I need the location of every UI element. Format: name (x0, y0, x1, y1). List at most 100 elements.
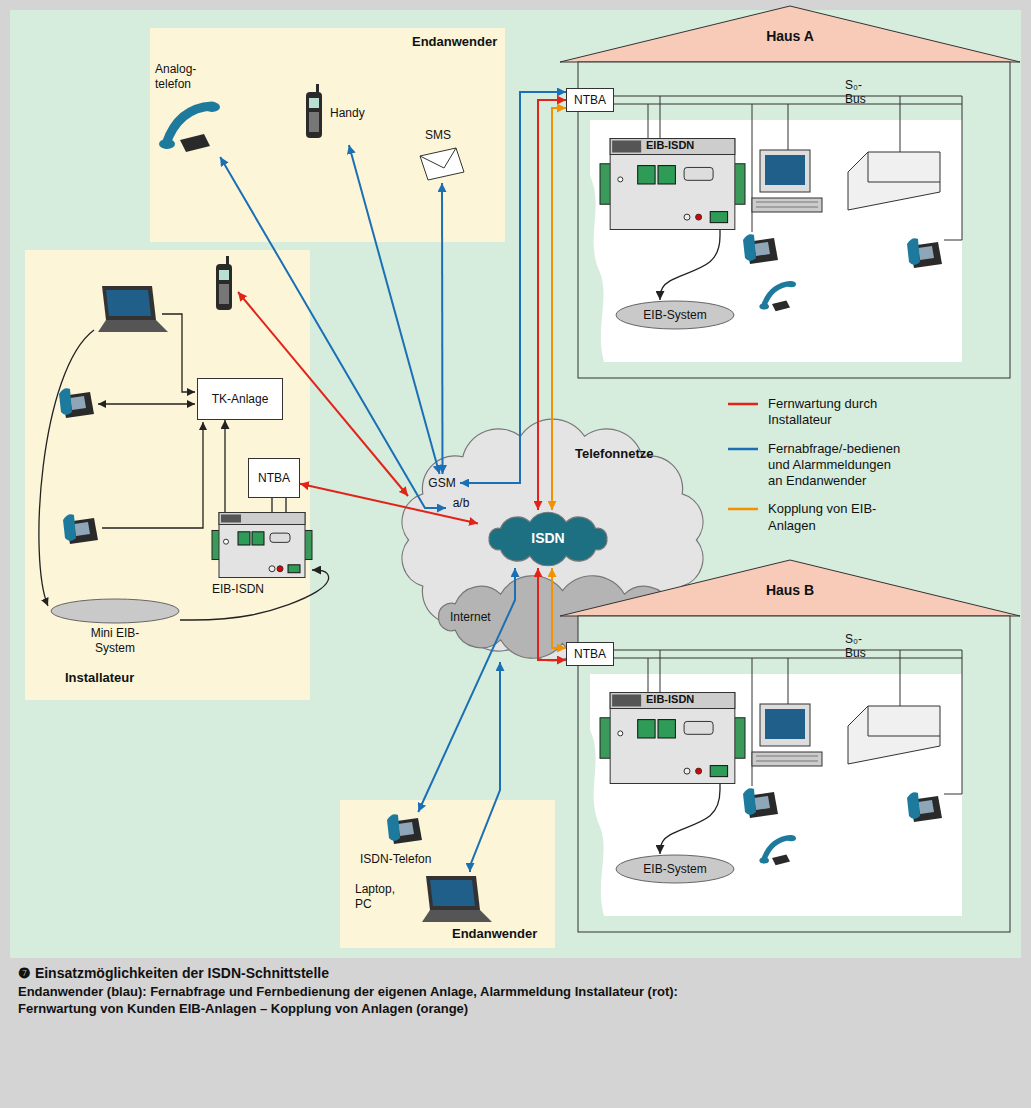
eib-isdn-device-outline (277, 566, 283, 572)
connector (538, 100, 566, 510)
eib-isdn-device-outline (600, 692, 745, 784)
ntba-box: NTBA (248, 458, 300, 498)
eib-isdn-device-outline (288, 565, 300, 573)
installer-panel: Installateur TK-AnlageNTBA EIB-ISDN Mini EI… (25, 250, 310, 700)
legend-text: Fernabfrage/-bedienen und Alarmmeldungen… (768, 441, 908, 490)
installer-devices (63, 514, 98, 544)
eib-isdn-device-outline (219, 513, 305, 525)
node-text: Haus A (750, 28, 830, 46)
node-text: EIB-System (643, 862, 706, 877)
eib-isdn-device: EIB-ISDN (212, 512, 312, 598)
eib-isdn-device-outline (696, 214, 702, 220)
node-text: EIB-ISDN (212, 582, 312, 597)
user-devices (159, 84, 492, 922)
connector (470, 662, 500, 872)
eib-system-outline (616, 301, 734, 329)
isdn-cloud: ISDN (478, 510, 618, 568)
connector (552, 108, 566, 510)
node-text: Laptop, PC (355, 882, 405, 912)
node-text: NTBA (574, 647, 606, 662)
node-text: Installateur (65, 670, 165, 686)
connector (660, 230, 720, 300)
legend-line (728, 508, 758, 511)
installer-devices (98, 286, 168, 332)
eib-isdn-device-outline (684, 214, 690, 220)
eib-isdn-device-outline (658, 720, 675, 738)
node-text: Endanwender (452, 926, 552, 942)
eib-isdn-device-outline (219, 513, 305, 578)
eib-isdn-device-outline (638, 720, 655, 738)
installer-devices (238, 292, 408, 496)
legend-row: Fernabfrage/-bedienen und Alarmmeldungen… (728, 441, 1018, 490)
node-text: Analog- telefon (155, 62, 215, 92)
eib-isdn-device-outline (600, 138, 745, 230)
node-text: GSM (428, 476, 455, 491)
eib-system: EIB-System (615, 300, 735, 330)
figure-title: ❼ Einsatzmöglichkeiten der ISDN-Schnitts… (18, 964, 718, 983)
eib-isdn-device-outline (270, 533, 290, 542)
bus-label: S₀-Bus (845, 632, 866, 661)
node-text: Mini EIB- System (75, 626, 155, 656)
connector (441, 183, 444, 474)
installer-devices (216, 256, 232, 310)
house-b-wiring (614, 650, 962, 865)
node-text: EIB-System (643, 308, 706, 323)
user-devices (387, 814, 422, 844)
bus-label: S₀-Bus (845, 78, 866, 107)
installer-devices (39, 330, 94, 606)
connector (300, 484, 478, 524)
legend-text: Kopplung von EIB-Anlagen (768, 501, 908, 534)
legend-row: Kopplung von EIB-Anlagen (728, 501, 1018, 534)
connector (460, 92, 566, 483)
house-outline (578, 62, 1010, 378)
installer-devices (59, 388, 94, 418)
node-text: EIB-ISDN (646, 693, 726, 707)
node-text: NTBA (574, 93, 606, 108)
eib-isdn-device-outline (610, 693, 735, 784)
legend-line (728, 501, 760, 517)
node-text: Endanwender (412, 34, 502, 50)
user-devices (420, 148, 464, 180)
node-text: TK-Anlage (212, 392, 269, 407)
connector (224, 420, 225, 512)
legend-text: Fernwartung durch Installateur (768, 396, 908, 429)
node-text: Telefonnetze (575, 446, 675, 462)
connector (180, 570, 329, 620)
user-devices (306, 84, 322, 138)
house-outline (560, 560, 1020, 616)
user-devices (422, 876, 492, 922)
eib-isdn-device-outline (684, 721, 713, 734)
node-text: Haus B (750, 582, 830, 600)
legend-line (728, 447, 758, 450)
user-panel: EndanwenderISDN-TelefonLaptop, PC (340, 800, 555, 948)
eib-isdn-device-outline (224, 539, 229, 544)
ntba-box: NTBA (566, 642, 614, 666)
eib-isdn-device: EIB-ISDN (600, 138, 745, 230)
house-b-wiring (614, 650, 962, 865)
eib-isdn-device-outline (618, 731, 623, 736)
house-outline (578, 616, 1010, 932)
eib-system-outline (616, 855, 734, 883)
house-a-wiring (614, 96, 962, 311)
green-panel (10, 10, 1021, 958)
eib-isdn-device-outline (610, 139, 735, 155)
house-outline (560, 6, 1020, 62)
legend-row: Fernwartung durch Installateur (728, 396, 1018, 429)
installer-devices (285, 498, 286, 512)
eib-isdn-device-outline (618, 177, 623, 182)
eib-system: EIB-System (615, 854, 735, 884)
house-a-wiring (614, 96, 962, 311)
eib-isdn-device-outline (612, 695, 641, 707)
isdn-cloud-outline (489, 512, 607, 565)
node-text: Handy (330, 106, 380, 121)
eib-isdn-device-outline (238, 532, 250, 545)
eib-isdn-device-outline (269, 566, 275, 572)
node-text: ISDN (531, 530, 564, 548)
eib-isdn-device-outline (252, 532, 264, 545)
eib-isdn-device-outline (612, 141, 641, 153)
eib-isdn-device-outline (696, 768, 702, 774)
gsm-network: GSM (424, 474, 460, 492)
eib-isdn-device-outline (710, 212, 727, 223)
node-text: a/b (453, 496, 470, 511)
